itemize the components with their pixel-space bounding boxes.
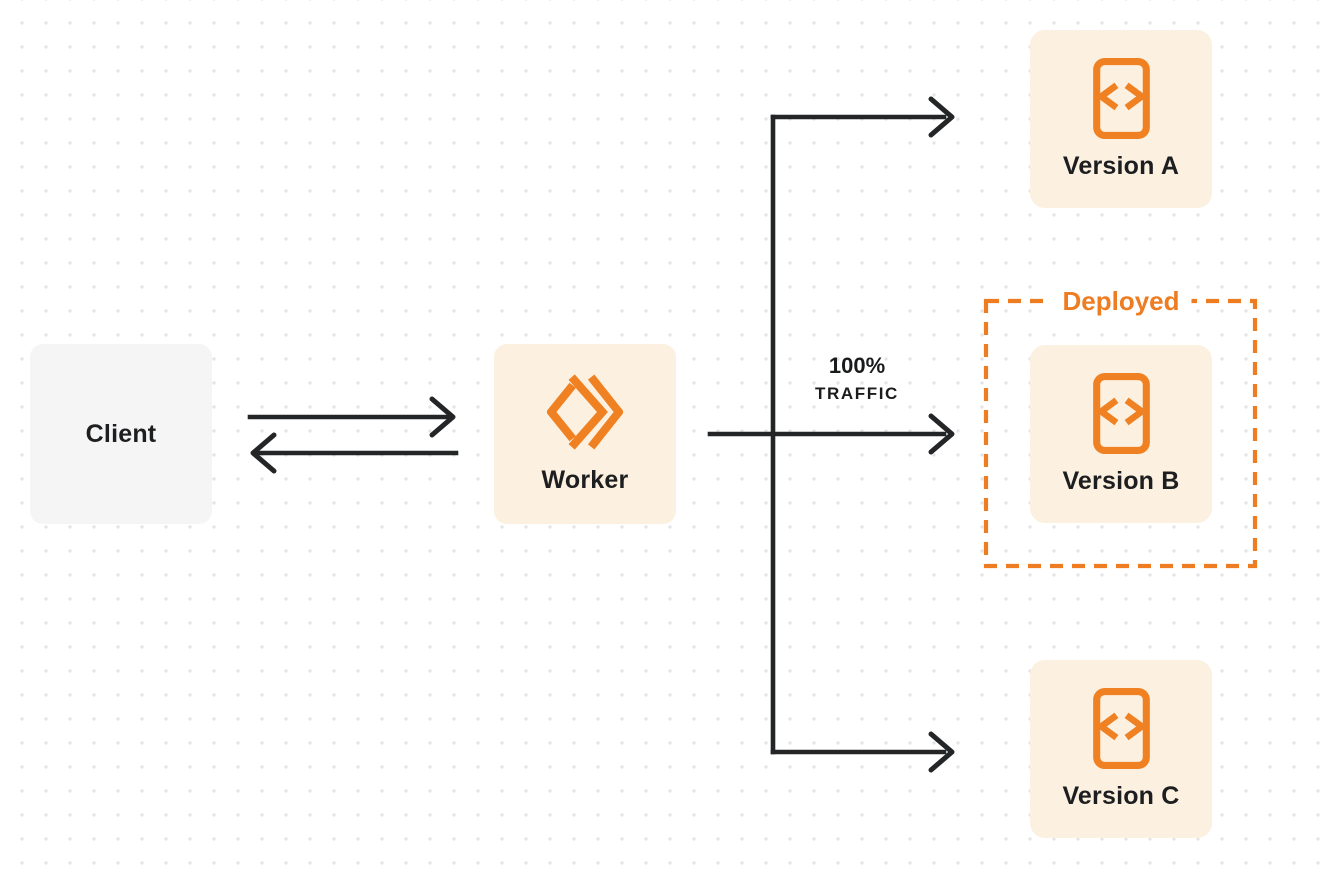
version-c-node: Version C <box>1030 660 1212 838</box>
version-a-label: Version A <box>1062 151 1180 180</box>
client-label: Client <box>85 419 157 448</box>
worker-node: Worker <box>494 344 676 524</box>
worker-client-response-arrow <box>250 432 459 474</box>
cloudflare-workers-icon <box>547 374 623 450</box>
traffic-percent-text: 100% <box>828 353 886 378</box>
deployed-label: Deployed <box>1050 285 1192 317</box>
client-node: Client <box>30 344 212 524</box>
version-a-node: Version A <box>1030 30 1212 208</box>
code-file-icon <box>1092 372 1150 454</box>
client-worker-request-arrow <box>247 396 456 438</box>
version-c-label: Version C <box>1062 781 1180 810</box>
version-b-label: Version B <box>1062 466 1180 495</box>
traffic-word-text: TRAFFIC <box>815 384 899 403</box>
code-file-icon <box>1092 687 1150 769</box>
traffic-branch-lines <box>707 96 955 773</box>
version-b-node: Version B <box>1030 345 1212 523</box>
worker-label: Worker <box>541 466 629 494</box>
code-file-icon <box>1092 57 1150 139</box>
traffic-annotation: 100% TRAFFIC <box>792 352 922 408</box>
